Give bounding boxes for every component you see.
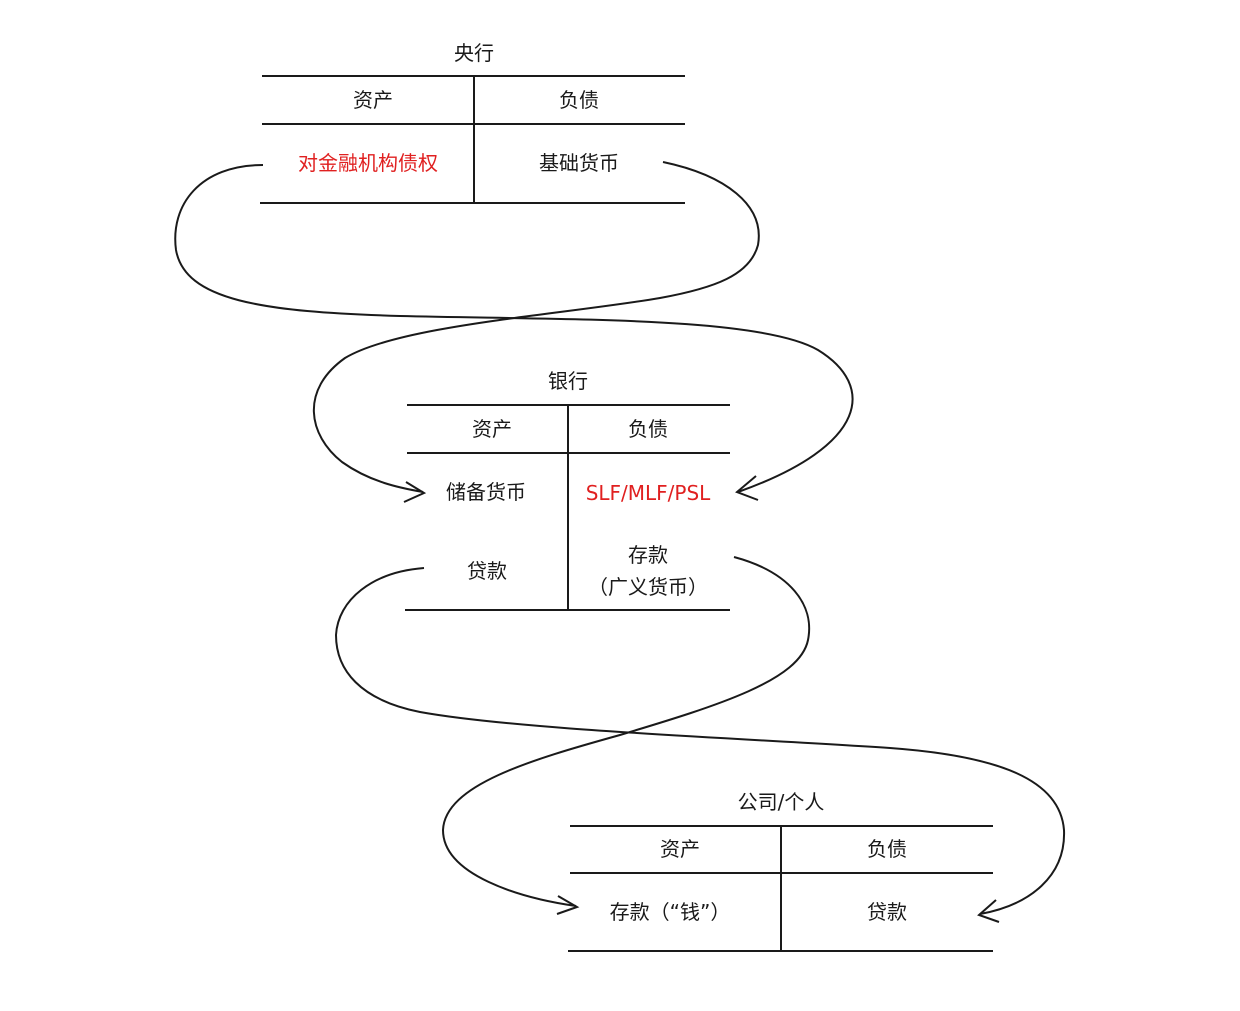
base-money-to-reserve-arrow	[312, 161, 760, 493]
bank-title: 银行	[548, 369, 588, 393]
bank-bottom-line	[405, 609, 730, 611]
company-bottom-line	[568, 950, 993, 952]
bank-liability-deposit: 存款	[628, 543, 668, 567]
central-bank-asset-item: 对金融机构债权	[298, 151, 438, 175]
company-liabilities-header: 负债	[867, 837, 907, 861]
loan-to-company-loan-arrow	[334, 567, 1066, 915]
central-bank-liabilities-header: 负债	[559, 88, 599, 112]
bank-assets-header: 资产	[472, 417, 512, 441]
base-money-to-reserve-arrowhead	[403, 481, 427, 503]
central-bank-title: 央行	[454, 41, 494, 65]
deposit-to-company-deposit-arrowhead	[556, 895, 580, 915]
bank-asset-loan: 贷款	[467, 559, 507, 583]
central-bank-assets-header: 资产	[353, 88, 393, 112]
company-title: 公司/个人	[737, 790, 825, 814]
central-bank-bottom-line	[260, 202, 685, 204]
bank-liabilities-header: 负债	[628, 417, 668, 441]
bank-divider	[567, 405, 569, 610]
bank-liability-slf: SLF/MLF/PSL	[585, 481, 711, 505]
company-liability-item: 贷款	[867, 900, 907, 924]
bank-asset-reserve: 储备货币	[446, 480, 526, 504]
company-divider	[780, 826, 782, 951]
company-assets-header: 资产	[660, 837, 700, 861]
deposit-to-company-deposit-arrow	[441, 556, 811, 907]
bank-liability-broad-money: （广义货币）	[588, 575, 708, 599]
claims-to-slf-arrowhead	[735, 475, 759, 501]
company-asset-item: 存款（“钱”）	[609, 900, 731, 924]
claims-to-slf-arrow	[174, 164, 854, 493]
loan-to-company-loan-arrowhead	[977, 899, 1000, 923]
central-bank-divider	[473, 76, 475, 203]
central-bank-liability-item: 基础货币	[539, 151, 619, 175]
